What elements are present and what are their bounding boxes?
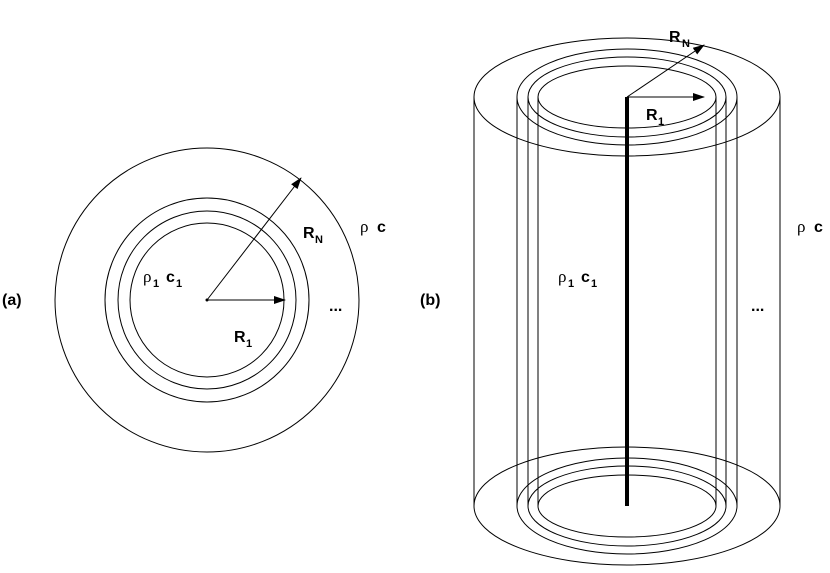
- radius-rn-label: R: [303, 225, 315, 242]
- layer-n-circle: [104, 197, 310, 403]
- layer-2-circle: [117, 210, 297, 390]
- radius-rn-label-b: R: [669, 29, 681, 46]
- radius-rn-subscript: N: [315, 234, 323, 246]
- inner-speed-symbol-b: c: [581, 269, 590, 286]
- radius-rn-arrow: [206, 177, 302, 301]
- inner-density-subscript: 1: [153, 278, 159, 290]
- outer-medium-circle: [54, 147, 360, 453]
- radius-r1-label: R: [234, 329, 246, 346]
- outer-density-symbol-b: ρ: [797, 217, 805, 236]
- inner-speed-subscript: 1: [176, 278, 182, 290]
- radius-rn-arrow-b: [626, 44, 705, 98]
- outer-bottom-ellipse: [473, 505, 781, 566]
- outer-density-symbol: ρ: [360, 217, 368, 236]
- radius-rn-subscript-b: N: [682, 38, 690, 50]
- more-layers-ellipsis: ...: [329, 298, 342, 315]
- more-layers-ellipsis-b: ...: [751, 298, 764, 315]
- inner-density-symbol-b: ρ: [558, 267, 566, 286]
- radius-r1-label-b: R: [646, 107, 658, 124]
- panel-a-tag: (a): [2, 292, 22, 309]
- inner-density-symbol: ρ: [143, 267, 151, 286]
- inner-speed-subscript-b: 1: [591, 278, 597, 290]
- outer-speed-symbol-b: c: [814, 219, 823, 236]
- inner-speed-symbol: c: [166, 269, 175, 286]
- panel-b-cylindrical-layers: (b) ρ 1 c 1 R 1 R N ... ρ c: [420, 29, 823, 566]
- radius-r1-subscript: 1: [246, 338, 252, 350]
- panel-a-spherical-layers: (a) ρ 1 c 1 R 1 R N ... ρ c: [2, 147, 386, 453]
- inner-density-subscript-b: 1: [568, 278, 574, 290]
- radius-r1-subscript-b: 1: [658, 116, 664, 128]
- outer-speed-symbol: c: [377, 219, 386, 236]
- panel-b-tag: (b): [420, 292, 440, 309]
